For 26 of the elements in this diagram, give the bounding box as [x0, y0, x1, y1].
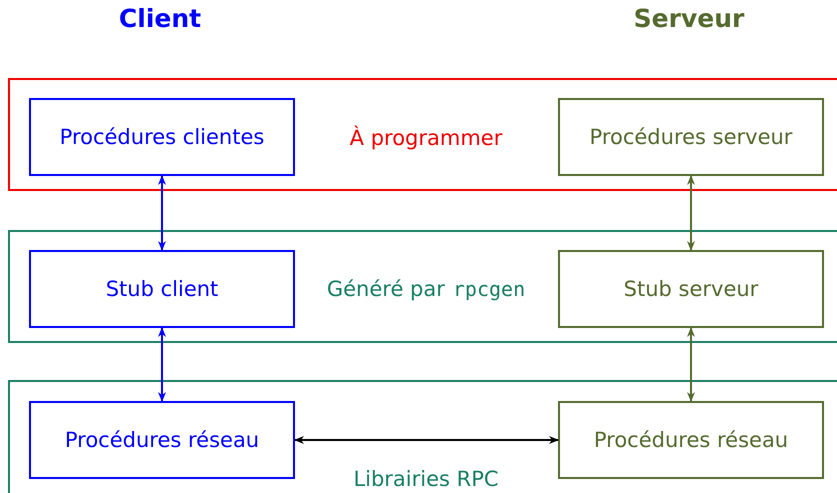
layer-band — [8, 78, 837, 191]
process-box — [558, 250, 824, 328]
double-arrow — [687, 175, 695, 251]
process-box — [29, 98, 295, 176]
layer-band — [8, 230, 837, 343]
layer-label: À programmer — [350, 126, 502, 150]
box-label: Stub client — [106, 277, 218, 301]
process-box — [29, 401, 295, 479]
layer-band — [8, 380, 837, 493]
double-arrow — [687, 327, 695, 402]
process-box — [558, 98, 824, 176]
layer-label: Généré par — [326, 277, 445, 301]
box-label: Procédures réseau — [64, 428, 260, 452]
double-arrow — [294, 436, 559, 444]
command-name: rpcgen — [452, 277, 526, 301]
process-box — [558, 401, 824, 479]
layer-label: Librairies RPC — [353, 467, 499, 491]
double-arrow — [158, 327, 166, 402]
box-label: Procédures clientes — [60, 125, 264, 149]
process-box — [29, 250, 295, 328]
box-label: Procédures serveur — [590, 125, 792, 149]
double-arrow — [158, 175, 166, 251]
box-label: Stub serveur — [624, 277, 758, 301]
column-heading: Client — [118, 4, 202, 33]
column-heading: Serveur — [634, 4, 744, 33]
box-label: Procédures réseau — [594, 428, 788, 452]
